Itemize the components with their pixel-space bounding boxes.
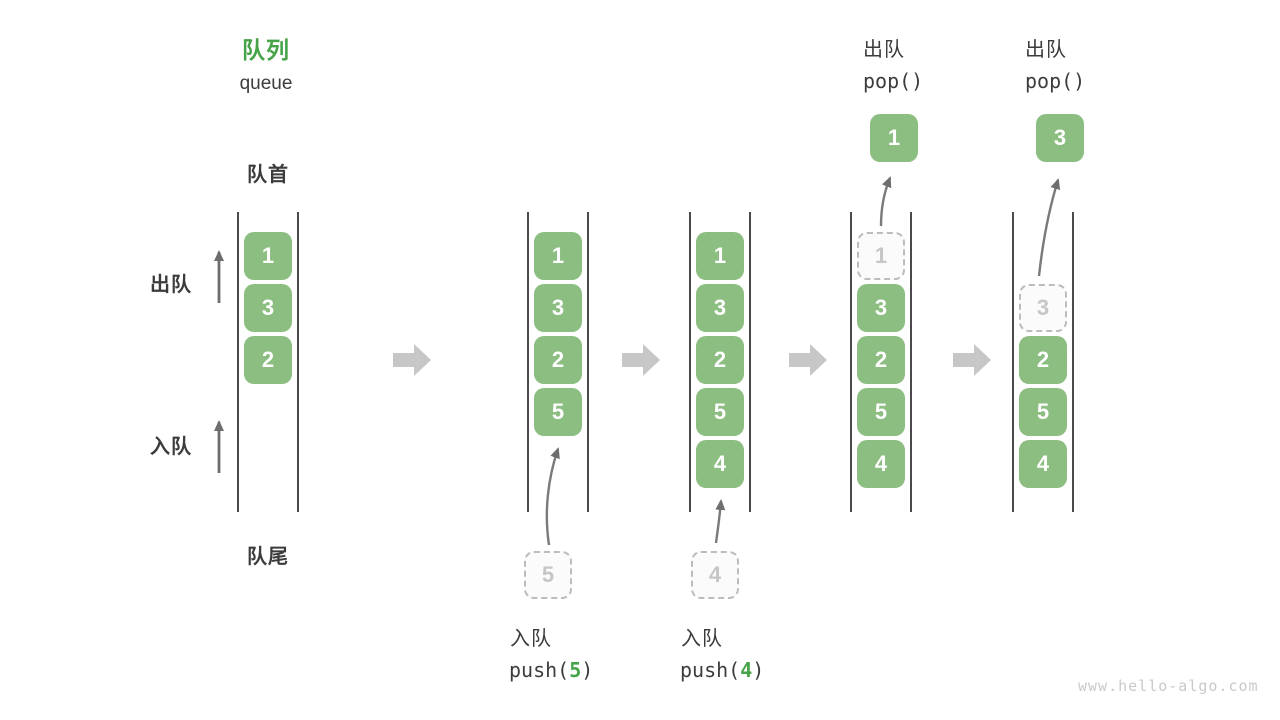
transition-arrow-3 [789, 344, 827, 376]
pop1-label: 出队 [863, 39, 905, 61]
push4-close: ) [752, 658, 765, 682]
queue-cell: 1 [696, 232, 744, 280]
transition-arrow-2 [622, 344, 660, 376]
popped-value-box: 1 [870, 114, 918, 162]
push4-code: push(4) [680, 658, 764, 682]
push4-arg: 4 [740, 658, 753, 682]
push4-label: 入队 [681, 628, 723, 650]
queue-cell: 2 [857, 336, 905, 384]
queue-channel-3 [689, 212, 751, 512]
push5-close: ) [581, 658, 594, 682]
push5-label: 入队 [510, 628, 552, 650]
queue-channel-5 [1012, 212, 1074, 512]
queue-cell: 2 [1019, 336, 1067, 384]
staged-value-box: 5 [524, 551, 572, 599]
popped-value-box: 3 [1036, 114, 1084, 162]
push5-arg: 5 [569, 658, 582, 682]
figure-title-en: queue [239, 73, 293, 94]
label-queue-rear: 队尾 [247, 546, 289, 568]
queue-cell: 1 [534, 232, 582, 280]
queue-channel-1 [237, 212, 299, 512]
queue-cell: 2 [244, 336, 292, 384]
queue-channel-2 [527, 212, 589, 512]
queue-channel-4 [850, 212, 912, 512]
label-dequeue-side: 出队 [150, 274, 192, 296]
watermark: www.hello-algo.com [1078, 677, 1259, 695]
queue-cell: 3 [857, 284, 905, 332]
pop2-code: pop() [1025, 69, 1086, 93]
queue-cell: 4 [1019, 440, 1067, 488]
pop1-code: pop() [863, 69, 924, 93]
queue-cell: 3 [534, 284, 582, 332]
staged-value-box: 4 [691, 551, 739, 599]
label-enqueue-side: 入队 [150, 436, 192, 458]
label-queue-front: 队首 [247, 164, 289, 186]
queue-cell: 1 [244, 232, 292, 280]
figure-title-zh: 队列 [242, 37, 290, 63]
queue-cell-ghost: 3 [1019, 284, 1067, 332]
push5-fn: push( [509, 658, 570, 682]
queue-cell: 3 [244, 284, 292, 332]
queue-cell: 5 [696, 388, 744, 436]
transition-arrow-1 [393, 344, 431, 376]
pop2-label: 出队 [1025, 39, 1067, 61]
queue-cell-ghost: 1 [857, 232, 905, 280]
queue-cell: 4 [857, 440, 905, 488]
queue-cell: 5 [1019, 388, 1067, 436]
transition-arrow-4 [953, 344, 991, 376]
queue-cell: 5 [857, 388, 905, 436]
queue-cell: 5 [534, 388, 582, 436]
push4-fn: push( [680, 658, 741, 682]
queue-cell: 2 [534, 336, 582, 384]
queue-cell: 4 [696, 440, 744, 488]
queue-cell: 3 [696, 284, 744, 332]
queue-cell: 2 [696, 336, 744, 384]
push5-code: push(5) [509, 658, 593, 682]
